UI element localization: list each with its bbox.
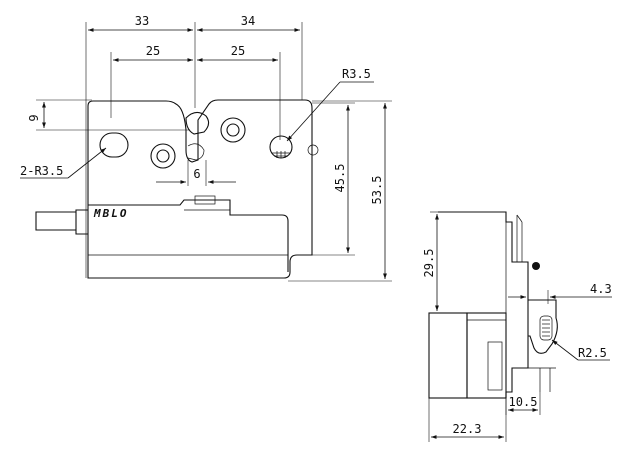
dim-height-inner: 45.5 bbox=[312, 102, 355, 256]
brand-logo: MBLO bbox=[93, 207, 129, 220]
dim-top-right-width: 34 bbox=[197, 14, 300, 32]
dim-label: 22.3 bbox=[453, 422, 482, 436]
mounting-hole-left-slot bbox=[99, 132, 129, 158]
mounting-hole-center-outer bbox=[150, 143, 176, 169]
dim-slot-width: 6 bbox=[156, 160, 236, 186]
dim-label: 53.5 bbox=[370, 176, 384, 205]
dim-label: 9 bbox=[27, 114, 41, 121]
dim-side-width: 22.3 bbox=[428, 398, 507, 442]
dim-label: 25 bbox=[231, 44, 245, 58]
side-view: 29.5 4.3 R2.5 10.5 22 bbox=[422, 211, 612, 442]
front-view: 33 34 25 25 9 bbox=[20, 14, 392, 282]
dim-label: 33 bbox=[135, 14, 149, 28]
latch-body-outline bbox=[87, 99, 313, 279]
side-pin bbox=[532, 262, 540, 270]
callout-hole-left: 2-R3.5 bbox=[20, 147, 107, 179]
dim-label: 6 bbox=[193, 167, 200, 181]
dim-side-offset: 4.3 bbox=[508, 282, 612, 304]
dim-hole-right-spacing: 25 bbox=[197, 44, 278, 62]
side-latch-hatch bbox=[542, 319, 550, 337]
dim-height-total: 53.5 bbox=[288, 100, 392, 282]
dim-label: 45.5 bbox=[333, 164, 347, 193]
side-plate bbox=[438, 211, 529, 398]
callout-side-radius: R2.5 bbox=[551, 339, 610, 361]
latch-cam bbox=[185, 111, 210, 135]
pivot-hole-inner bbox=[226, 123, 240, 137]
callout-label: R2.5 bbox=[578, 346, 607, 360]
dim-side-lower-width: 10.5 bbox=[505, 392, 541, 415]
dim-label: 25 bbox=[146, 44, 160, 58]
dim-top-offset: 9 bbox=[27, 99, 190, 131]
dim-label: 29.5 bbox=[422, 249, 436, 278]
mounting-hole-right-hatch bbox=[272, 151, 290, 158]
dim-hole-left-spacing: 25 bbox=[113, 44, 193, 62]
dim-label: 10.5 bbox=[509, 395, 538, 409]
cable-stub bbox=[75, 209, 88, 235]
dim-top-left-width: 33 bbox=[88, 14, 193, 32]
callout-hole-right: R3.5 bbox=[286, 67, 374, 142]
dim-label: 34 bbox=[241, 14, 255, 28]
side-latch-detail bbox=[528, 299, 558, 354]
side-switch-body bbox=[428, 312, 468, 399]
callout-label: R3.5 bbox=[342, 67, 371, 81]
callout-label: 2-R3.5 bbox=[20, 164, 63, 178]
mounting-hole-center-inner bbox=[156, 149, 170, 163]
dim-label: 4.3 bbox=[590, 282, 612, 296]
pivot-hole-outer bbox=[220, 117, 246, 143]
dim-side-height: 29.5 bbox=[422, 211, 446, 314]
